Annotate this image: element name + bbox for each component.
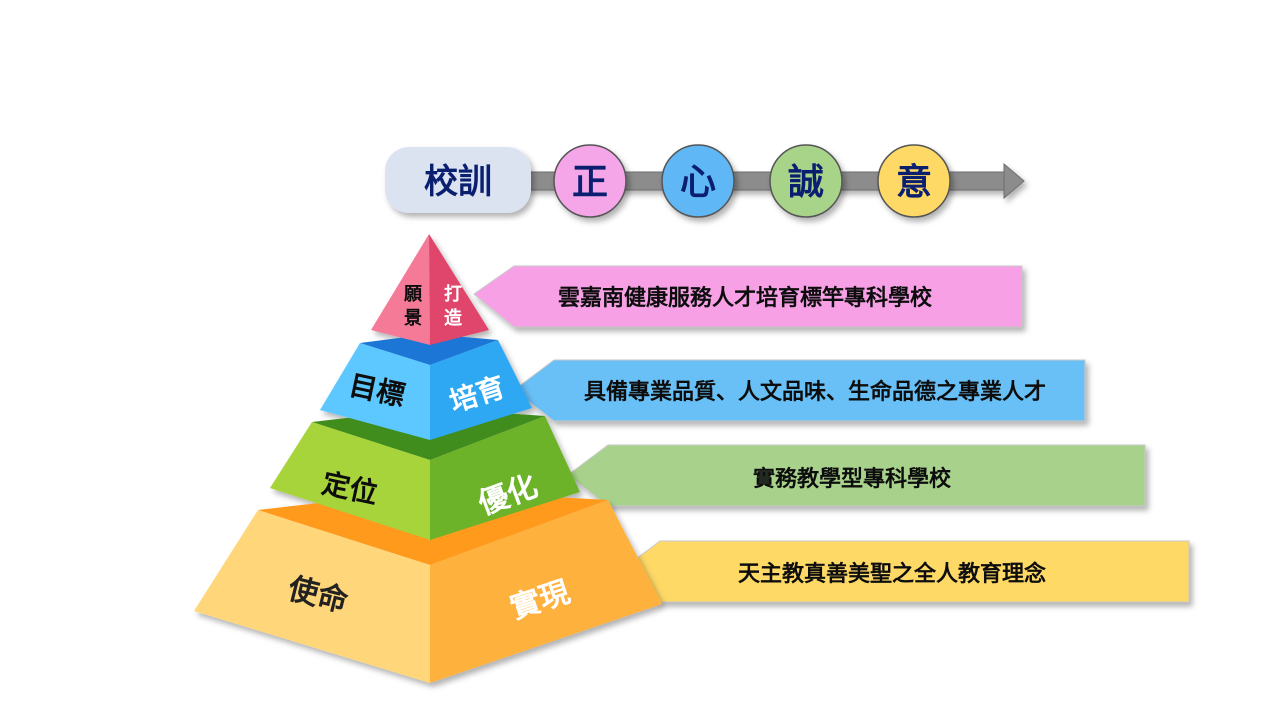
motto-row: 校訓 正 心 誠 意 [385, 144, 1025, 218]
banner-vision-text: 雲嘉南健康服務人才培育標竿專科學校 [558, 285, 933, 311]
motto-char-2: 心 [661, 144, 735, 218]
banner-mission-text: 天主教真善美聖之全人教育理念 [738, 561, 1046, 587]
motto-char-text: 心 [680, 162, 716, 203]
banner-goal-text: 具備專業品質、人文品味、生命品德之專業人才 [584, 379, 1046, 405]
pyramid-tier-goal: 目標 培育 [320, 334, 532, 440]
tier-vision-right-label: 打造 [444, 283, 462, 329]
motto-char-text: 意 [896, 162, 932, 203]
motto-char-1: 正 [553, 144, 627, 218]
motto-char-4: 意 [877, 144, 951, 218]
motto-label: 校訓 [424, 162, 492, 202]
pyramid: 使命 實現 定位 優化 目標 培育 願景 打造 [194, 234, 662, 683]
banner-position-text: 實務教學型專科學校 [753, 466, 952, 492]
motto-char-text: 正 [572, 162, 608, 203]
motto-char-3: 誠 [769, 144, 843, 218]
banner-position: 實務教學型專科學校 [567, 444, 1146, 507]
banner-vision: 雲嘉南健康服務人才培育標竿專科學校 [473, 265, 1023, 328]
tier-vision-left-label: 願景 [404, 284, 423, 329]
banner-goal: 具備專業品質、人文品味、生命品德之專業人才 [513, 359, 1086, 422]
motto-label-pill: 校訓 [385, 147, 531, 213]
motto-char-text: 誠 [788, 162, 824, 203]
pyramid-tier-vision: 願景 打造 [371, 234, 489, 345]
banner-mission: 天主教真善美聖之全人教育理念 [619, 540, 1190, 603]
